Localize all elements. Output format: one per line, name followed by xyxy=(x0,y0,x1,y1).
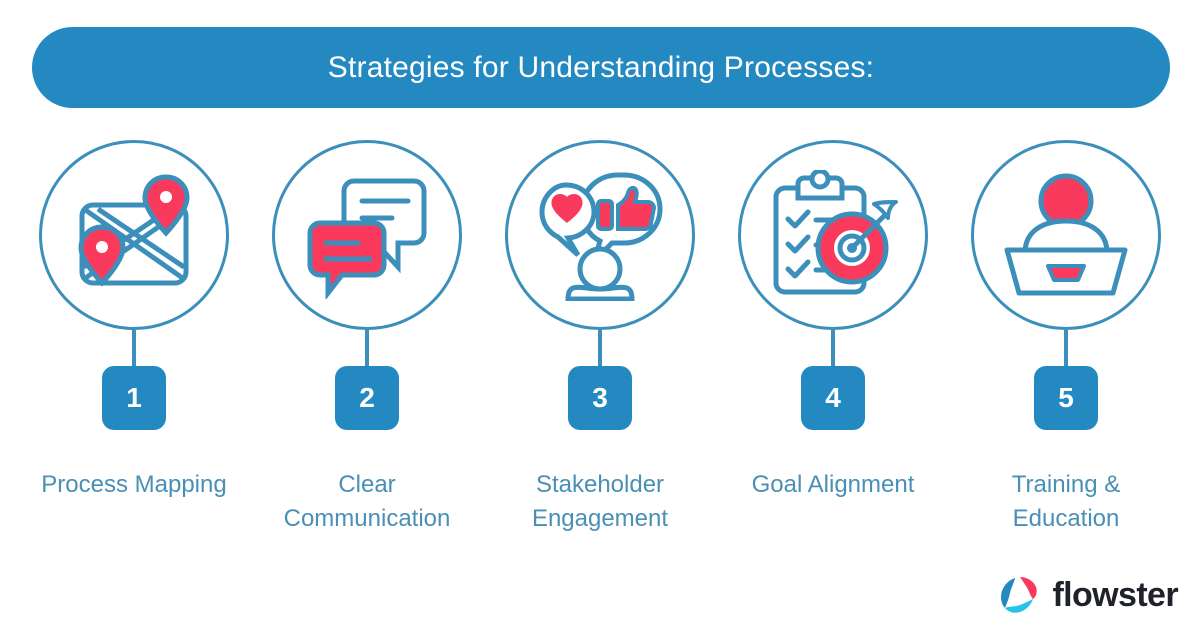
step-2-number: 2 xyxy=(359,382,375,413)
step-4-icon-circle xyxy=(738,140,928,330)
step-1: 1 Process Mapping xyxy=(28,140,240,536)
step-1-number: 1 xyxy=(126,382,142,413)
flowster-logo-mark xyxy=(999,574,1041,616)
step-3: 3 Stakeholder Engagement xyxy=(494,140,706,536)
title-banner: Strategies for Understanding Processes: xyxy=(32,27,1170,108)
speech-bubbles-icon xyxy=(302,171,432,299)
step-3-icon-circle xyxy=(505,140,695,330)
clipboard-target-icon xyxy=(768,170,898,300)
step-3-badge: 3 xyxy=(568,366,632,430)
step-4-badge: 4 xyxy=(801,366,865,430)
step-1-label: Process Mapping xyxy=(41,471,227,498)
step-1-connector xyxy=(132,330,136,366)
steps-row: 1 Process Mapping xyxy=(0,140,1200,536)
flowster-logo-text: flowster xyxy=(1052,575,1178,614)
step-5-connector xyxy=(1064,330,1068,366)
step-4-connector xyxy=(831,330,835,366)
step-3-number: 3 xyxy=(592,382,608,413)
step-1-badge: 1 xyxy=(102,366,166,430)
map-pins-icon xyxy=(68,171,200,299)
step-1-icon-circle xyxy=(39,140,229,330)
step-3-label: Stakeholder Engagement xyxy=(531,471,669,533)
step-3-connector xyxy=(598,330,602,366)
step-2: 2 Clear Communication xyxy=(261,140,473,536)
flowster-logo: flowster xyxy=(999,574,1179,616)
step-2-label: Clear Communication xyxy=(283,471,451,533)
step-2-icon-circle xyxy=(272,140,462,330)
step-5-number: 5 xyxy=(1058,382,1074,413)
step-5-icon-circle xyxy=(971,140,1161,330)
step-2-connector xyxy=(365,330,369,366)
step-4-number: 4 xyxy=(825,382,841,413)
page-title: Strategies for Understanding Processes: xyxy=(327,50,875,84)
step-5-label: Training & Education xyxy=(1011,471,1121,533)
presenter-podium-icon xyxy=(1001,173,1131,297)
step-2-badge: 2 xyxy=(335,366,399,430)
step-4: 4 Goal Alignment xyxy=(727,140,939,536)
step-5: 5 Training & Education xyxy=(960,140,1172,536)
step-4-label: Goal Alignment xyxy=(751,471,915,498)
person-reactions-icon xyxy=(536,169,664,301)
step-5-badge: 5 xyxy=(1034,366,1098,430)
